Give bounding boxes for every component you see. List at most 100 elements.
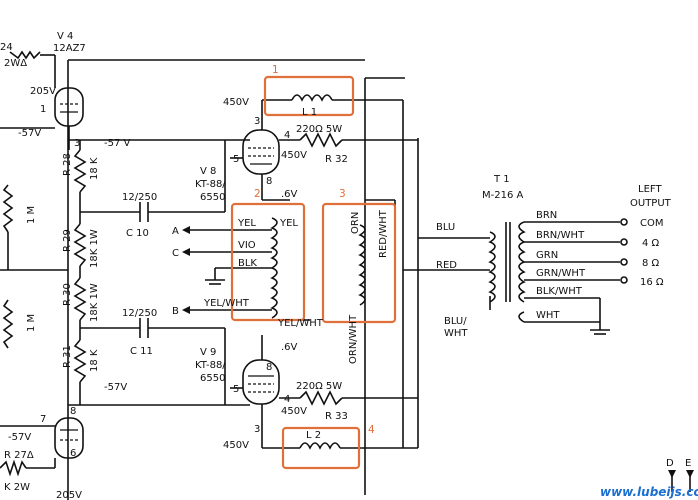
box-number-1: 1: [272, 64, 279, 76]
pin8-bot-label: 8: [70, 406, 76, 417]
v9-type-2: 6550: [200, 373, 225, 384]
c11-label: C 11: [130, 346, 153, 357]
red-wht-label: RED/WHT: [378, 209, 389, 258]
r32-value: 220Ω 5W: [296, 124, 342, 135]
r24-watt-label: 2WΔ: [4, 58, 27, 69]
pin8-v8-label: 8: [266, 176, 272, 187]
r29-resistor: [73, 223, 87, 267]
pin8-v9-label: 8: [266, 362, 272, 373]
l2-inductor: [299, 442, 341, 450]
highlight-box-3: [321, 202, 397, 324]
d-label: D: [666, 458, 674, 469]
v8-type-1: KT-88/: [195, 179, 226, 190]
r32-resistor: [299, 132, 343, 148]
v4-label: V 4: [57, 31, 73, 42]
r33-label: R 33: [325, 411, 348, 422]
grn-label: GRN: [536, 250, 558, 261]
r33-resistor: [299, 390, 343, 406]
yel-left-label: YEL: [237, 218, 256, 229]
r24-resistor: [9, 50, 41, 60]
v4-type-label: 12AZ7: [53, 43, 86, 54]
r24-label: 24: [0, 42, 13, 53]
terminal-8ohm: [620, 258, 628, 266]
r29-value: 18K 1W: [89, 229, 100, 268]
v4-tube: [54, 87, 84, 127]
pin4-v8-label: 4: [284, 130, 290, 141]
ohm8-label: 8 Ω: [642, 258, 660, 269]
r31-label: R 31: [62, 345, 73, 368]
orn-wht-label: ORN/WHT: [348, 314, 359, 364]
wht-label: WHT: [536, 310, 560, 321]
v450-v9-label: 450V: [281, 406, 307, 417]
yel-right-label: YEL: [279, 218, 298, 229]
pin7-bot-label: 7: [40, 414, 46, 425]
c10-label: C 10: [126, 228, 149, 239]
box-number-4: 4: [368, 424, 375, 436]
v8-tube: [242, 129, 280, 175]
l1-inductor: [291, 94, 333, 102]
t1-secondary: [518, 221, 526, 303]
grn-wht-label: GRN/WHT: [536, 268, 586, 279]
blu-wht-label-2: WHT: [444, 328, 468, 339]
v6-bot-label: .6V: [281, 342, 298, 353]
r27-watt-label: K 2W: [4, 482, 30, 493]
d-arrow: [668, 470, 676, 478]
t1-type-label: M-216 A: [482, 190, 524, 201]
terminal-16ohm: [620, 276, 628, 284]
e-arrow: [686, 470, 694, 478]
box-number-3: 3: [339, 188, 346, 200]
red-label: RED: [436, 260, 457, 271]
v9-label: V 9: [200, 347, 216, 358]
v450-v8-label: 450V: [281, 150, 307, 161]
ohm16-label: 16 Ω: [640, 277, 664, 288]
yel-wht-right-label: YEL/WHT: [277, 318, 324, 329]
v205-top-label: 205V: [30, 86, 56, 97]
highlight-box-2: [230, 202, 306, 322]
neg57-left-top-label: -57V: [18, 128, 41, 139]
left-output-label-1: LEFT: [638, 184, 662, 195]
highlight-box-1: [263, 75, 355, 117]
pin3-v4-label: 3: [74, 138, 80, 149]
e-label: E: [685, 458, 691, 469]
orn-label: ORN: [350, 212, 361, 234]
r27-resistor: [0, 459, 27, 477]
c-arrow: [182, 248, 190, 256]
terminal-4ohm: [620, 238, 628, 246]
pin3-v9-label: 3: [254, 424, 260, 435]
r28-label: R 28: [62, 153, 73, 176]
left-output-label-2: OUTPUT: [630, 198, 672, 209]
r30-value: 18K 1W: [89, 283, 100, 322]
watermark: www.lubeijs.com: [600, 485, 698, 499]
r33-value: 220Ω 5W: [296, 381, 342, 392]
wht-winding: [518, 311, 525, 323]
pin4-v9-label: 4: [284, 394, 290, 405]
brn-wht-label: BRN/WHT: [536, 230, 585, 241]
l2-label: L 2: [306, 430, 321, 441]
r31-value: 18 K: [89, 349, 100, 372]
r-1m-bot: [2, 299, 14, 349]
com-label: COM: [640, 218, 663, 229]
b-arrow: [182, 306, 190, 314]
v8-type-2: 6550: [200, 192, 225, 203]
v205-bot-label: 205V: [56, 490, 82, 500]
c11-value: 12/250: [122, 308, 157, 319]
r30-resistor: [73, 277, 87, 321]
v6-top-label: .6V: [281, 189, 298, 200]
neg57-left-bot-label: -57V: [8, 432, 31, 443]
vio-label: VIO: [238, 240, 256, 251]
neg57-mid-bot-label: -57V: [104, 382, 127, 393]
b-label: B: [172, 306, 179, 317]
r27-label: R 27Δ: [4, 450, 34, 461]
pin3-v8-label: 3: [254, 116, 260, 127]
c10-value: 12/250: [122, 192, 157, 203]
r32-label: R 32: [325, 154, 348, 165]
blk-wht-label: BLK/WHT: [536, 286, 583, 297]
highlight-box-4: [281, 426, 361, 470]
t1-label: T 1: [493, 174, 510, 185]
l1-label: L 1: [302, 107, 317, 118]
a-label: A: [172, 226, 179, 237]
v450-bot-label: 450V: [223, 440, 249, 451]
r29-label: R 29: [62, 229, 73, 252]
